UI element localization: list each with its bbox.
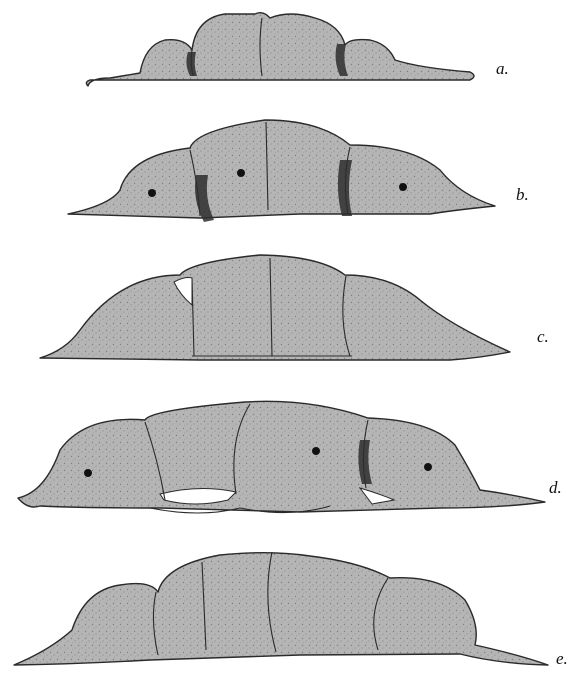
panel-a: a. bbox=[86, 13, 508, 86]
panel-e-outline bbox=[14, 553, 548, 665]
panel-label-d: d. bbox=[549, 478, 562, 497]
panel-label-c: c. bbox=[537, 327, 549, 346]
panel-b-nucleus-2 bbox=[237, 169, 245, 177]
panel-b-outline bbox=[68, 120, 495, 218]
panel-e: e. bbox=[14, 552, 568, 668]
panel-d: d. bbox=[18, 401, 562, 513]
panel-b-nucleus-1 bbox=[148, 189, 156, 197]
panel-d-nucleus-1 bbox=[84, 469, 92, 477]
panel-label-a: a. bbox=[496, 59, 509, 78]
panel-label-b: b. bbox=[516, 185, 529, 204]
panel-c: c. bbox=[40, 255, 549, 360]
panel-b-nucleus-3 bbox=[399, 183, 407, 191]
panel-a-outline bbox=[86, 13, 474, 86]
panel-d-outline bbox=[18, 401, 545, 512]
panel-label-e: e. bbox=[556, 649, 568, 668]
panel-d-nucleus-2 bbox=[312, 447, 320, 455]
panel-d-nucleus-3 bbox=[424, 463, 432, 471]
panel-c-outline bbox=[40, 255, 510, 360]
panel-b: b. bbox=[68, 120, 529, 222]
